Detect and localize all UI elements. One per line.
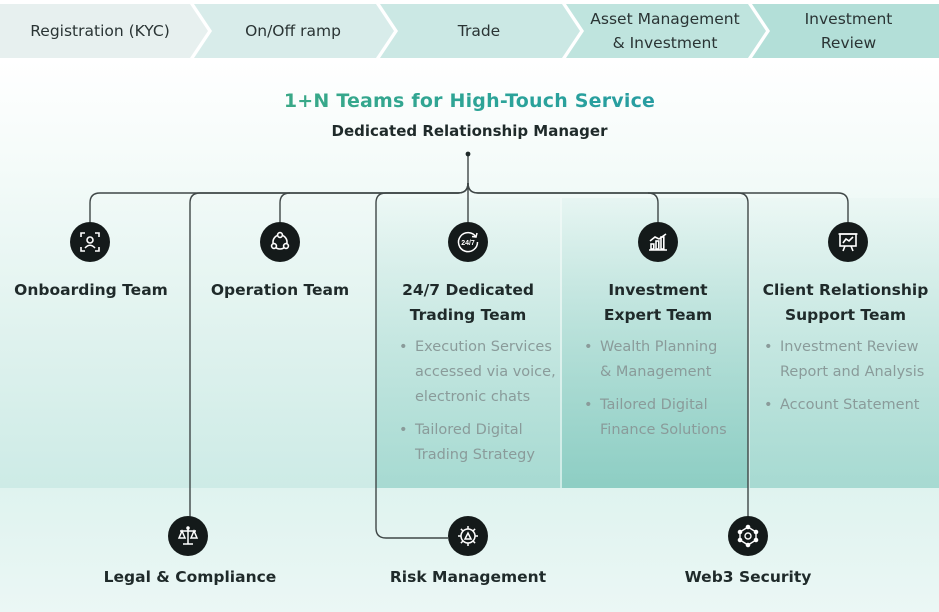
stage-chevron-3 bbox=[380, 4, 580, 58]
stage-on-off-ramp: On/Off ramp bbox=[200, 4, 386, 58]
svg-text:24/7: 24/7 bbox=[461, 240, 475, 247]
team-title-onboarding: Onboarding Team bbox=[14, 281, 168, 299]
client-team-services: Investment Review Report and Analysis Ac… bbox=[762, 335, 939, 426]
connector-onboarding bbox=[89, 182, 469, 222]
manager-dot bbox=[465, 151, 471, 157]
team-title-trading: 24/7 Dedicated Trading Team bbox=[402, 281, 534, 324]
risk-gear-icon bbox=[448, 516, 488, 556]
support-title-risk: Risk Management bbox=[389, 568, 547, 586]
network-icon bbox=[260, 222, 300, 262]
stage-trade: Trade bbox=[386, 4, 572, 58]
investment-team-services: Wealth Planning & Management Tailored Di… bbox=[582, 335, 752, 451]
list-item: Wealth Planning & Management bbox=[582, 335, 752, 385]
trading-team-services: Execution Services accessed via voice, e… bbox=[397, 335, 567, 476]
team-title-operation: Operation Team bbox=[210, 281, 350, 299]
network-nodes-icon bbox=[728, 516, 768, 556]
stage-chevron-5 bbox=[752, 4, 939, 58]
connector-web3 bbox=[467, 182, 749, 518]
clock-24-7-icon: 24/7 bbox=[448, 222, 488, 262]
stage-label: Trade bbox=[457, 22, 501, 40]
bar-chart-icon bbox=[638, 222, 678, 262]
support-title-legal: Legal & Compliance bbox=[103, 568, 277, 586]
connector-risk bbox=[375, 182, 469, 539]
relationship-manager-label: Dedicated Relationship Manager bbox=[331, 122, 608, 140]
list-item: Execution Services accessed via voice, e… bbox=[397, 335, 567, 410]
stage-asset-management: Asset Management & Investment bbox=[572, 4, 758, 58]
id-card-icon bbox=[70, 222, 110, 262]
list-item: Account Statement bbox=[762, 393, 939, 418]
list-item: Tailored Digital Finance Solutions bbox=[582, 393, 752, 443]
list-item: Investment Review Report and Analysis bbox=[762, 335, 939, 385]
stage-registration: Registration (KYC) bbox=[0, 4, 200, 58]
stage-investment-review: Investment Review bbox=[758, 4, 939, 58]
presentation-chart-icon bbox=[828, 222, 868, 262]
stage-chevron-4 bbox=[566, 4, 766, 58]
stage-label: Asset Management & Investment bbox=[590, 10, 740, 52]
stage-label: Registration (KYC) bbox=[30, 22, 170, 40]
connector-investment bbox=[647, 192, 659, 222]
diagram-title: 1+N Teams for High-Touch Service bbox=[0, 90, 939, 112]
scales-icon bbox=[168, 516, 208, 556]
team-title-client-relationship: Client Relationship Support Team bbox=[762, 281, 929, 324]
stage-chevron-2 bbox=[194, 4, 394, 58]
stage-chevron-1 bbox=[0, 4, 208, 58]
support-title-web3: Web3 Security bbox=[684, 568, 812, 586]
connector-operation bbox=[279, 192, 291, 222]
stage-label: On/Off ramp bbox=[245, 22, 341, 40]
stage-label: Investment Review bbox=[804, 10, 893, 52]
list-item: Tailored Digital Trading Strategy bbox=[397, 418, 567, 468]
team-title-investment-expert: Investment Expert Team bbox=[603, 281, 713, 324]
